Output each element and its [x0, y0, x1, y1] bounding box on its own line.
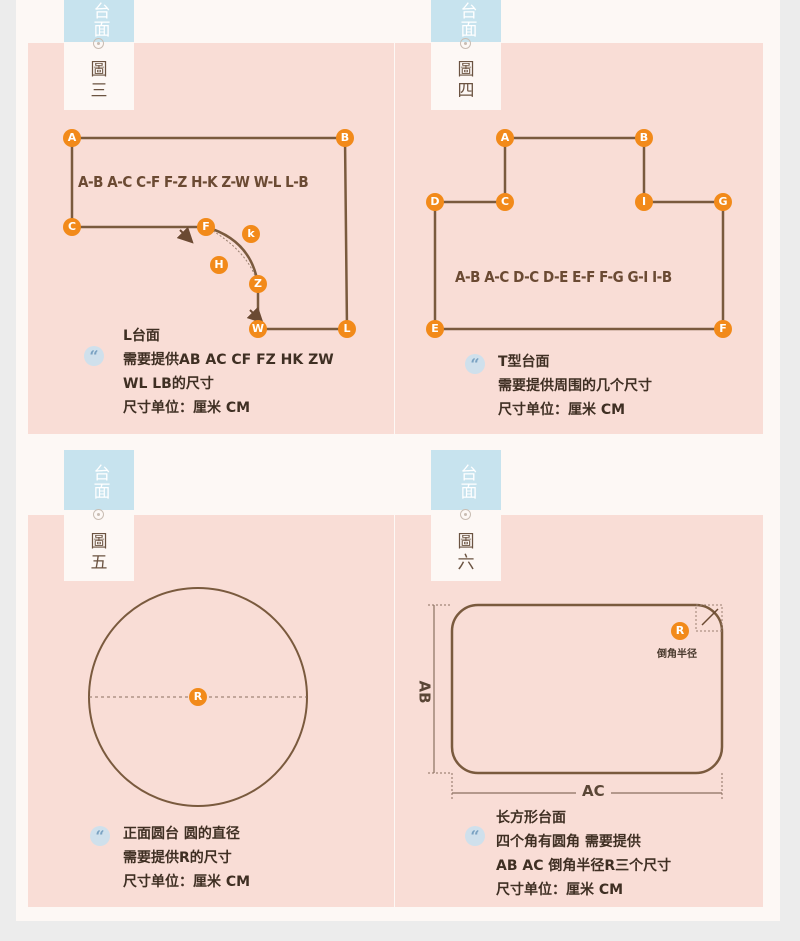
- rect-description: 长方形台面 四个角有圆角 需要提供 AB AC 倒角半径R三个尺寸 尺寸单位：厘…: [496, 806, 671, 902]
- tag-word: 台面: [89, 2, 110, 38]
- point-i: I: [635, 193, 653, 211]
- ac-label: AC: [576, 782, 611, 800]
- point-z: Z: [249, 275, 267, 293]
- point-a: A: [63, 129, 81, 147]
- point-b: B: [635, 129, 653, 147]
- point-w: W: [249, 320, 267, 338]
- tag-glyph: 圖: [457, 532, 475, 552]
- tag-glyph: 圖: [90, 532, 108, 552]
- figure-tag-4: 台面 圖四: [431, 0, 501, 110]
- point-f: F: [714, 320, 732, 338]
- desc-line: AB AC 倒角半径R三个尺寸: [496, 858, 672, 874]
- tag-numeral: 三: [90, 81, 108, 101]
- t-shape-outline: [433, 136, 725, 331]
- bevel-box: [695, 604, 723, 632]
- tag-numeral: 四: [457, 81, 475, 101]
- point-c: C: [496, 193, 514, 211]
- round-description: 正面圆台 圆的直径 需要提供R的尺寸 尺寸单位：厘米 CM: [123, 822, 250, 894]
- point-a: A: [496, 129, 514, 147]
- point-c: C: [63, 218, 81, 236]
- point-b: B: [336, 129, 354, 147]
- figure-tag-5: 台面 圖五: [64, 450, 134, 581]
- desc-line: L台面: [123, 328, 160, 344]
- point-h: H: [210, 256, 228, 274]
- desc-line: 需要提供周围的几个尺寸: [498, 378, 652, 394]
- point-d: D: [426, 193, 444, 211]
- bevel-radius-label: 倒角半径: [657, 649, 697, 660]
- t-dimensions-list: A-B A-C D-C D-E E-F F-G G-I I-B: [455, 268, 672, 286]
- desc-line: 尺寸单位：厘米 CM: [123, 400, 251, 416]
- desc-line: 需要提供R的尺寸: [123, 850, 232, 866]
- ab-label: AB: [415, 680, 434, 704]
- quote-icon: “: [465, 826, 485, 846]
- rect-outline: [450, 603, 724, 775]
- point-f: F: [197, 218, 215, 236]
- tag-word: 台面: [456, 464, 477, 500]
- point-g: G: [714, 193, 732, 211]
- quote-icon: “: [90, 826, 110, 846]
- point-e: E: [426, 320, 444, 338]
- desc-line: 正面圆台 圆的直径: [123, 826, 240, 842]
- point-r: R: [189, 688, 207, 706]
- arrow-down: [246, 306, 264, 324]
- quote-icon: “: [465, 354, 485, 374]
- ring-icon: [93, 38, 104, 49]
- point-l: L: [338, 320, 356, 338]
- ring-icon: [460, 509, 471, 520]
- desc-line: T型台面: [498, 354, 550, 370]
- ring-icon: [460, 38, 471, 49]
- l-shape-inner-arc: [205, 226, 259, 285]
- desc-line: 长方形台面: [496, 810, 566, 826]
- figure-tag-6: 台面 圖六: [431, 450, 501, 581]
- ring-icon: [93, 509, 104, 520]
- arrow-left: [176, 226, 194, 244]
- desc-line: WL LB的尺寸: [123, 376, 214, 392]
- point-k: k: [242, 225, 260, 243]
- tag-glyph: 圖: [90, 60, 108, 80]
- tag-numeral: 五: [90, 553, 108, 573]
- point-r: R: [671, 622, 689, 640]
- page: 台面 圖三 台面 圖四 台面 圖五 台面 圖六: [16, 0, 780, 921]
- diagram-lines: [70, 136, 725, 807]
- l-dimensions-list: A-B A-C C-F F-Z H-K Z-W W-L L-B: [78, 173, 309, 191]
- desc-line: 需要提供AB AC CF FZ HK ZW: [123, 352, 334, 368]
- t-description: T型台面 需要提供周围的几个尺寸 尺寸单位：厘米 CM: [498, 350, 652, 422]
- desc-line: 尺寸单位：厘米 CM: [496, 882, 624, 898]
- tag-word: 台面: [456, 2, 477, 38]
- l-description: L台面 需要提供AB AC CF FZ HK ZW WL LB的尺寸 尺寸单位：…: [123, 324, 334, 420]
- desc-line: 尺寸单位：厘米 CM: [498, 402, 626, 418]
- tag-word: 台面: [89, 464, 110, 500]
- desc-line: 尺寸单位：厘米 CM: [123, 874, 251, 890]
- figure-tag-3: 台面 圖三: [64, 0, 134, 110]
- quote-icon: “: [84, 346, 104, 366]
- tag-numeral: 六: [457, 553, 475, 573]
- desc-line: 四个角有圆角 需要提供: [496, 834, 641, 850]
- bevel-radius: [701, 608, 719, 626]
- tag-glyph: 圖: [457, 60, 475, 80]
